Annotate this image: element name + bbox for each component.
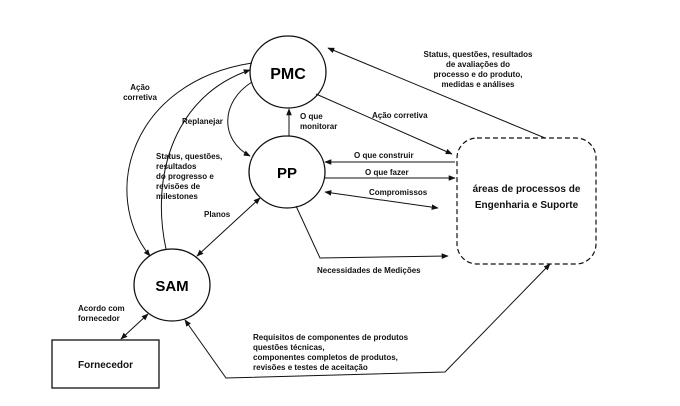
- planos-arrow: [196, 197, 261, 257]
- o-que-construir-label: O que construir: [354, 151, 414, 160]
- svg-text:resultados: resultados: [156, 162, 197, 171]
- fornecedor-box: Fornecedor: [51, 339, 160, 389]
- necessidades-label: Necessidades de Medições: [317, 266, 421, 275]
- svg-text:revisões e testes de aceitação: revisões e testes de aceitação: [253, 363, 368, 372]
- svg-text:fornecedor: fornecedor: [78, 314, 120, 323]
- svg-text:componentes completos de produ: componentes completos de produtos,: [253, 353, 398, 362]
- pp-label: PP: [277, 165, 297, 182]
- svg-text:do progresso e: do progresso e: [156, 172, 214, 181]
- svg-text:corretiva: corretiva: [123, 93, 157, 102]
- pp-node: PP: [248, 135, 326, 209]
- o-que-monitorar-label: O que monitorar: [300, 112, 337, 131]
- fornecedor-label: Fornecedor: [78, 360, 133, 371]
- replanejar-label: Replanejar: [182, 117, 223, 126]
- acao-corretiva-arrow-to-areas: [315, 93, 453, 155]
- svg-text:revisões de: revisões de: [156, 182, 201, 191]
- status-left-label: Status, questões, resultados do progress…: [156, 152, 222, 201]
- status-top-label: Status, questões, resultados de avaliaçõ…: [424, 50, 533, 89]
- pmc-label: PMC: [270, 66, 306, 83]
- areas-label-line2: Engenharia e Suporte: [475, 200, 579, 211]
- acordo-arrow: [120, 313, 149, 340]
- acao-corretiva-left-label: Ação corretiva: [123, 83, 157, 102]
- replanejar-arrow: [227, 81, 253, 157]
- status-arrow-to-pmc: [327, 47, 546, 139]
- svg-text:Requisitos de componentes de: Requisitos de componentes de produtos: [253, 333, 409, 342]
- compromissos-label: Compromissos: [369, 188, 428, 197]
- svg-text:Acordo com: Acordo com: [78, 304, 125, 313]
- acao-corretiva-mid-label: Ação corretiva: [372, 111, 428, 120]
- acao-corretiva-arrow-to-sam: [126, 62, 253, 257]
- acordo-label: Acordo com fornecedor: [78, 304, 125, 323]
- sam-label: SAM: [155, 278, 188, 295]
- svg-text:medidas e análises: medidas e análises: [442, 80, 515, 89]
- requisitos-arrow: [184, 263, 551, 379]
- planos-label: Planos: [204, 210, 231, 219]
- svg-text:Status, questões, resultados: Status, questões, resultados: [424, 50, 533, 59]
- svg-text:Ação: Ação: [130, 83, 150, 92]
- o-que-fazer-label: O que fazer: [365, 168, 409, 177]
- svg-text:processo e do produto,: processo e do produto,: [434, 70, 523, 79]
- svg-text:milestones: milestones: [156, 192, 198, 201]
- necessidades-arrow: [295, 205, 449, 259]
- requisitos-label: Requisitos de componentes de produtos qu…: [253, 333, 409, 372]
- svg-text:monitorar: monitorar: [300, 122, 337, 131]
- svg-text:Status, questões,: Status, questões,: [156, 152, 222, 161]
- svg-text:O que: O que: [300, 112, 323, 121]
- areas-label-line1: áreas de processos de: [473, 184, 581, 195]
- svg-text:questões técnicas,: questões técnicas,: [253, 343, 325, 352]
- pmc-node: PMC: [249, 35, 327, 109]
- compromissos-arrow: [324, 190, 439, 210]
- status-arrow-from-sam: [160, 69, 251, 250]
- svg-text:de avaliações do: de avaliações do: [446, 60, 510, 69]
- areas-processos-box: áreas de processos de Engenharia e Supor…: [456, 137, 597, 265]
- sam-node: SAM: [133, 248, 211, 322]
